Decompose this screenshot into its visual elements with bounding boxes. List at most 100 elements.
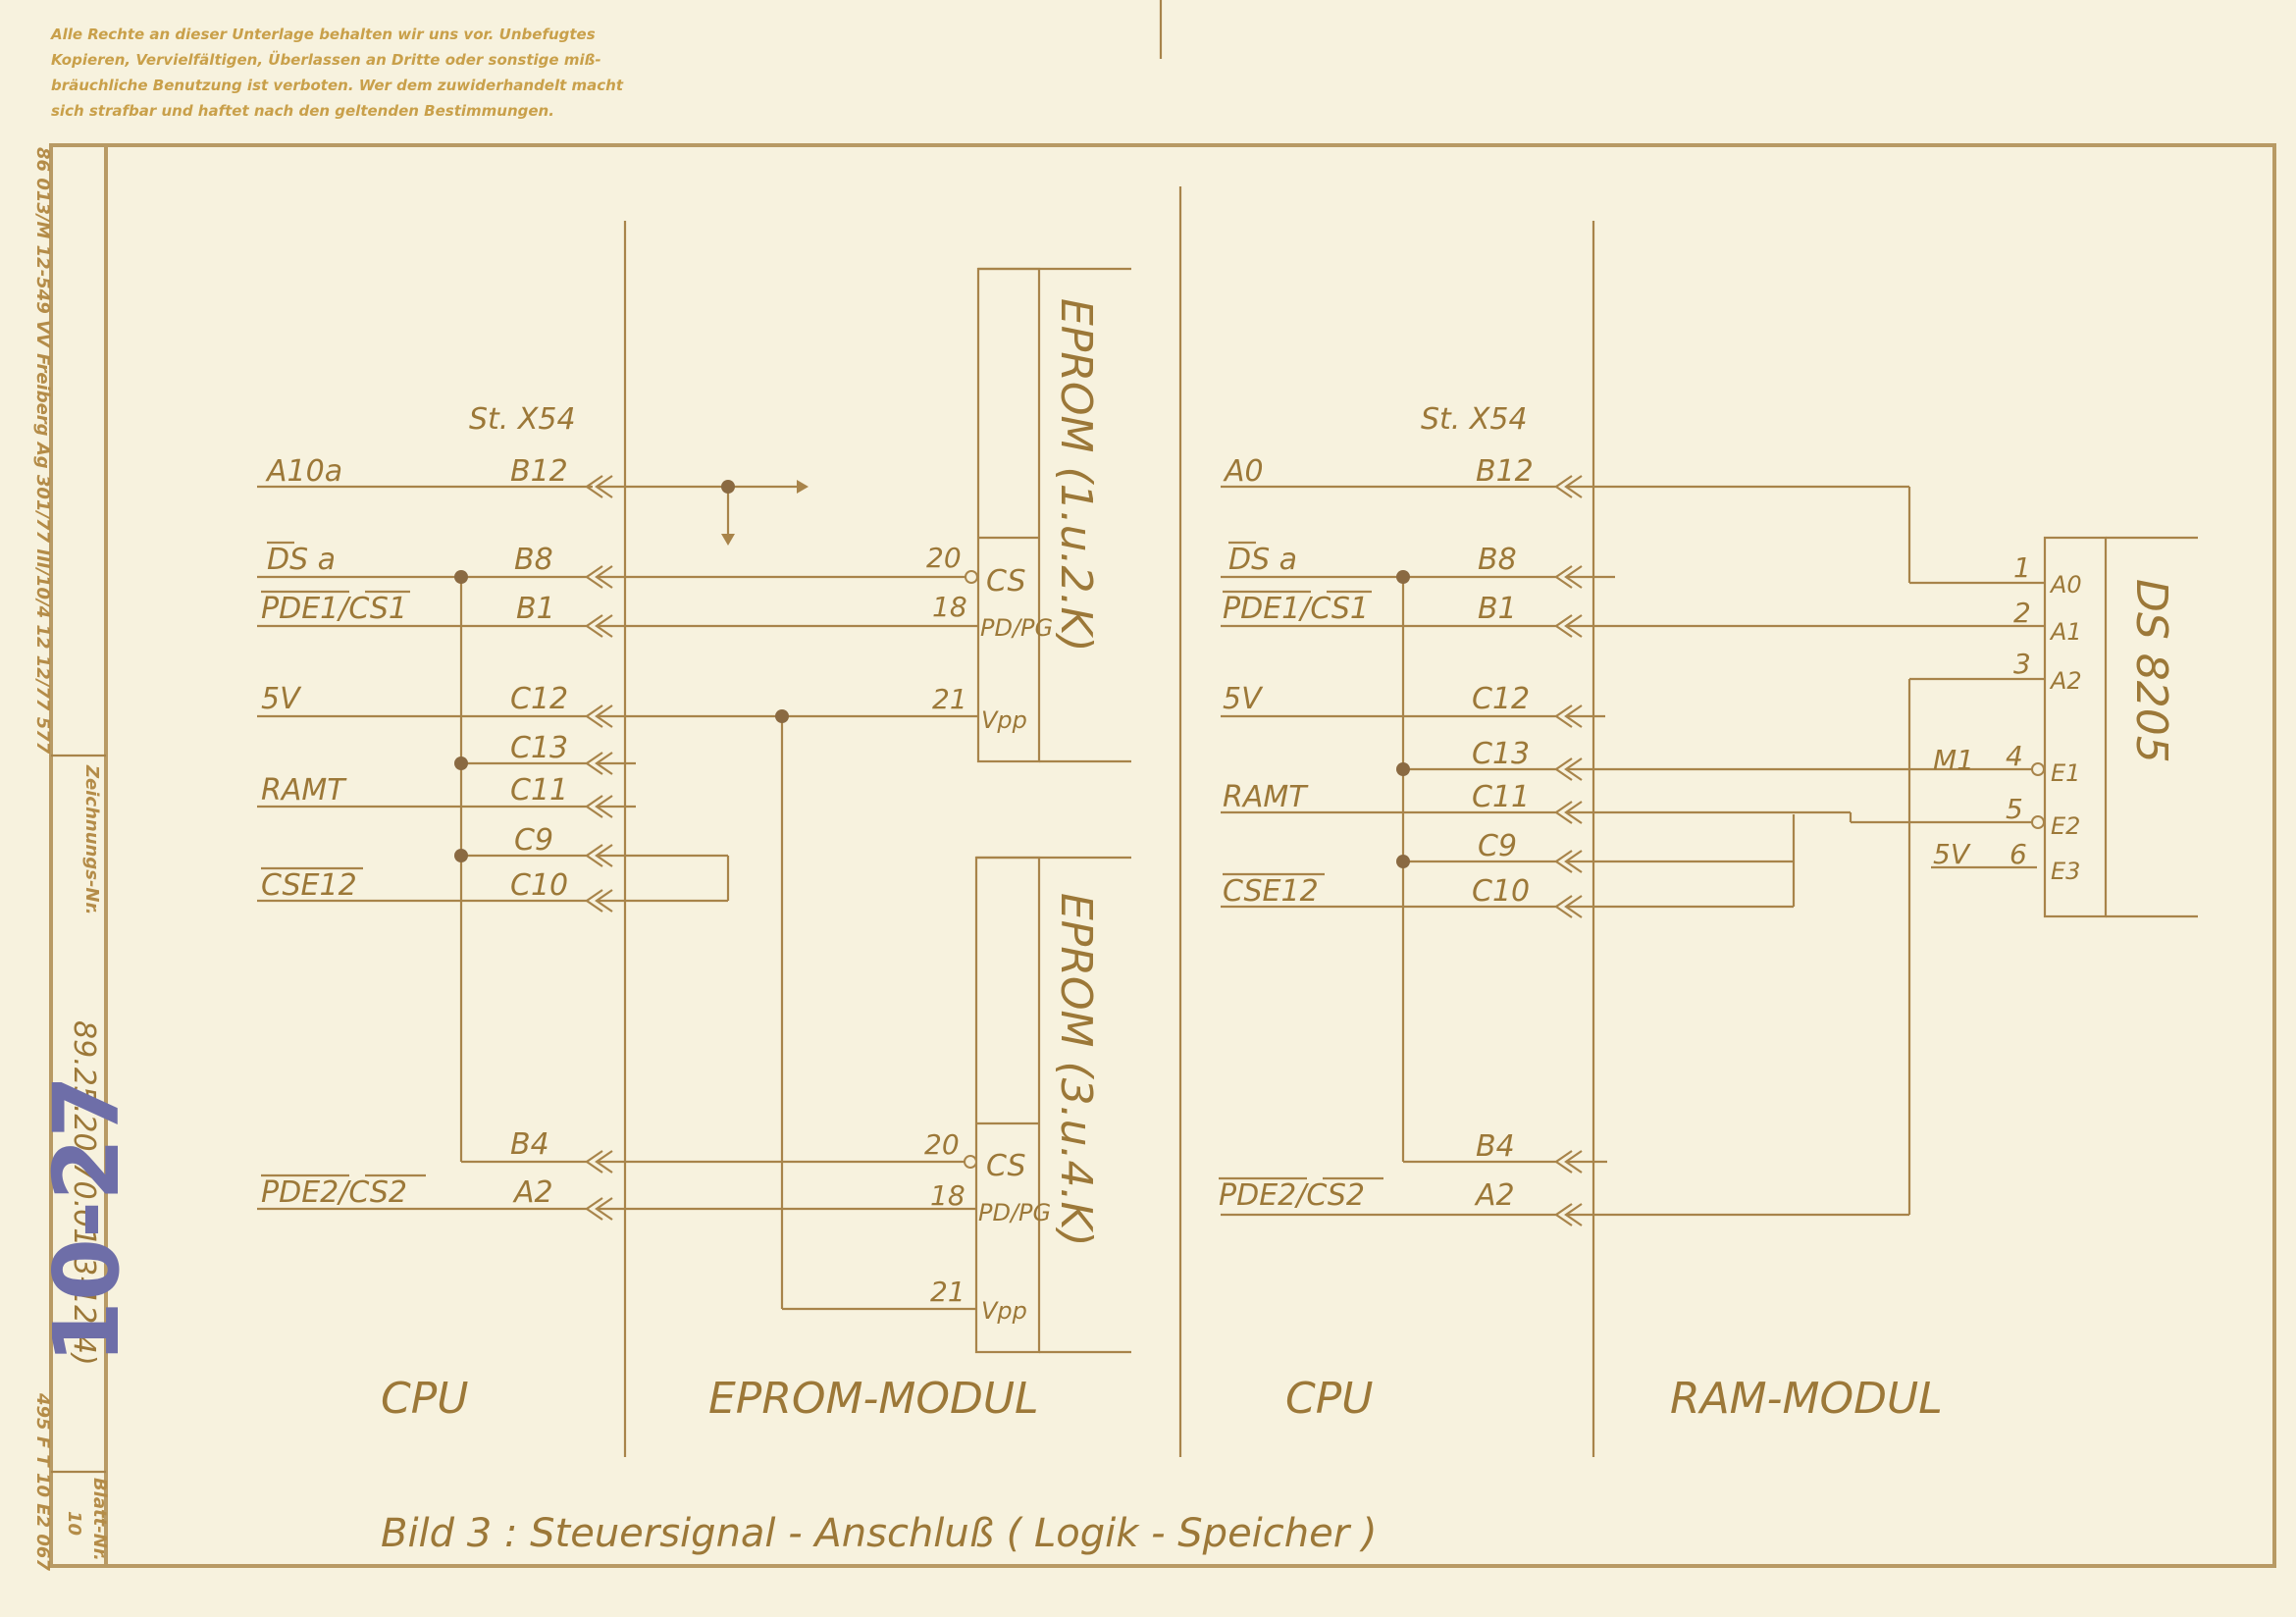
pin-label: C9 bbox=[1478, 829, 1517, 863]
pin-number: 18 bbox=[930, 1179, 965, 1212]
pin-function: A1 bbox=[2049, 618, 2082, 646]
connector-label: St. X54 bbox=[1421, 402, 1528, 437]
pin-label: B12 bbox=[1476, 454, 1534, 489]
pin-label: C12 bbox=[510, 682, 568, 716]
pin-function: PD/PG bbox=[980, 614, 1053, 642]
signal-label: DS a bbox=[267, 543, 336, 577]
pin-function: CS bbox=[986, 564, 1026, 599]
form-number: 86 013/M 12-549 VV Freiberg Ag 301/77 II… bbox=[32, 147, 53, 755]
input-label: 5V bbox=[1933, 838, 1971, 870]
right-connector-chevrons bbox=[1554, 475, 1583, 1226]
pin-label: C9 bbox=[514, 823, 553, 858]
pin-label: B4 bbox=[510, 1127, 549, 1162]
ink-stamp: 10-27 bbox=[34, 1075, 139, 1364]
left-wires bbox=[257, 480, 977, 1311]
pin-number: 6 bbox=[2009, 838, 2027, 870]
figure-caption: Bild 3 : Steuersignal - Anschluß ( Logik… bbox=[381, 1511, 1378, 1556]
signal-label: CSE12 bbox=[261, 868, 357, 903]
signal-label: RAMT bbox=[261, 773, 347, 808]
signal-label: A0 bbox=[1223, 454, 1264, 489]
pin-label: C11 bbox=[1472, 780, 1530, 814]
left-junctions bbox=[454, 480, 789, 862]
pin-label: A2 bbox=[512, 1175, 553, 1210]
connector-label: St. X54 bbox=[469, 402, 576, 437]
signal-label: 5V bbox=[1223, 682, 1264, 716]
pin-function: PD/PG bbox=[978, 1199, 1051, 1226]
blatt-label: Blatt-Nr. bbox=[89, 1478, 110, 1561]
eprom-2-block: 20 18 21 CS PD/PG Vpp EPROM (3.u.4.K) bbox=[924, 856, 1131, 1354]
pin-label: C10 bbox=[1472, 874, 1530, 909]
signal-label: PDE2/CS2 bbox=[261, 1175, 407, 1210]
notice-line: bräuchliche Benutzung ist verboten. Wer … bbox=[51, 77, 624, 94]
signal-label: PDE1/CS1 bbox=[261, 592, 407, 626]
signal-label: PDE1/CS1 bbox=[1223, 592, 1369, 626]
signal-label: CSE12 bbox=[1223, 874, 1319, 909]
pin-number: 20 bbox=[924, 1128, 960, 1161]
pin-function: E2 bbox=[2051, 812, 2080, 840]
pin-label: B1 bbox=[1478, 592, 1517, 626]
section-label-cpu: CPU bbox=[381, 1374, 468, 1424]
pin-number: 20 bbox=[926, 542, 962, 574]
right-overbars bbox=[1219, 541, 1383, 1180]
ds8205-block: 1 2 3 4 5 6 A0 A1 A2 E1 E2 E3 M1 5V DS 8… bbox=[1933, 536, 2198, 918]
notice-line: sich strafbar und haftet nach den gelten… bbox=[51, 102, 554, 120]
signal-label: RAMT bbox=[1223, 780, 1309, 814]
pin-label: A2 bbox=[1474, 1178, 1515, 1213]
pin-label: B8 bbox=[1478, 543, 1517, 577]
pin-label: C13 bbox=[510, 731, 568, 765]
pin-number: 4 bbox=[2006, 740, 2023, 772]
right-signal-names: A0 DS a PDE1/CS1 5V RAMT CSE12 PDE2/CS2 bbox=[1219, 454, 1369, 1213]
pin-label: B12 bbox=[510, 454, 568, 489]
eprom-2-title: EPROM (3.u.4.K) bbox=[1051, 893, 1101, 1247]
right-junctions bbox=[1396, 570, 1410, 868]
pin-number: 21 bbox=[932, 683, 967, 715]
section-label-ram-modul: RAM-MODUL bbox=[1670, 1374, 1943, 1424]
right-wires bbox=[1221, 485, 2045, 1217]
signal-label: PDE2/CS2 bbox=[1219, 1178, 1365, 1213]
drawing-number: 89.25.20-70.01-3-12(4) bbox=[67, 1020, 101, 1366]
pin-function: A0 bbox=[2049, 571, 2082, 599]
blatt-number: 10 bbox=[64, 1511, 84, 1536]
signal-label: 5V bbox=[261, 682, 302, 716]
pin-function: E1 bbox=[2051, 759, 2080, 787]
ds8205-title: DS 8205 bbox=[2126, 579, 2176, 763]
eprom-1-block: 20 18 21 CS PD/PG Vpp EPROM (1.u.2.K) bbox=[926, 267, 1131, 763]
pin-label: C13 bbox=[1472, 737, 1530, 771]
pin-label: C10 bbox=[510, 868, 568, 903]
drawing-frame bbox=[49, 143, 2276, 1568]
pin-label: B8 bbox=[514, 543, 553, 577]
left-signal-names: A10a DS a PDE1/CS1 5V RAMT CSE12 PDE2/CS… bbox=[261, 454, 407, 1210]
bottom-code: 495 F T 10 E2 067 bbox=[32, 1392, 53, 1571]
section-label-eprom-modul: EPROM-MODUL bbox=[708, 1374, 1039, 1424]
pin-number: 1 bbox=[2013, 551, 2031, 584]
pin-number: 18 bbox=[932, 591, 967, 623]
right-pin-names: B12 B8 B1 C12 C13 C11 C9 C10 B4 A2 bbox=[1472, 454, 1534, 1213]
eprom-1-title: EPROM (1.u.2.K) bbox=[1051, 298, 1101, 652]
pin-label: B4 bbox=[1476, 1129, 1515, 1164]
input-label: M1 bbox=[1933, 744, 1974, 776]
pin-number: 21 bbox=[930, 1276, 965, 1308]
pin-label: B1 bbox=[516, 592, 555, 626]
pin-function: A2 bbox=[2049, 667, 2082, 695]
copyright-notice: Alle Rechte an dieser Unterlage behalten… bbox=[50, 26, 624, 120]
section-label-cpu: CPU bbox=[1285, 1374, 1373, 1424]
pin-number: 5 bbox=[2006, 793, 2023, 825]
notice-line: Kopieren, Vervielfältigen, Überlassen an… bbox=[51, 50, 601, 69]
notice-line: Alle Rechte an dieser Unterlage behalten… bbox=[50, 26, 596, 43]
pin-function: Vpp bbox=[981, 1297, 1027, 1325]
zeichnung-label: Zeichnungs-Nr. bbox=[81, 764, 102, 915]
pin-label: C11 bbox=[510, 773, 568, 808]
signal-label: A10a bbox=[265, 454, 342, 489]
signal-label: DS a bbox=[1228, 543, 1297, 577]
left-pin-names: B12 B8 B1 C12 C13 C11 C9 C10 B4 A2 bbox=[510, 454, 568, 1210]
pin-label: C12 bbox=[1472, 682, 1530, 716]
pin-function: CS bbox=[986, 1149, 1026, 1183]
pin-function: Vpp bbox=[981, 706, 1027, 734]
pin-number: 3 bbox=[2013, 648, 2031, 680]
left-connector-chevrons bbox=[585, 475, 613, 1221]
pin-number: 2 bbox=[2013, 597, 2031, 629]
pin-function: E3 bbox=[2051, 858, 2080, 885]
left-overbars bbox=[261, 541, 426, 1177]
